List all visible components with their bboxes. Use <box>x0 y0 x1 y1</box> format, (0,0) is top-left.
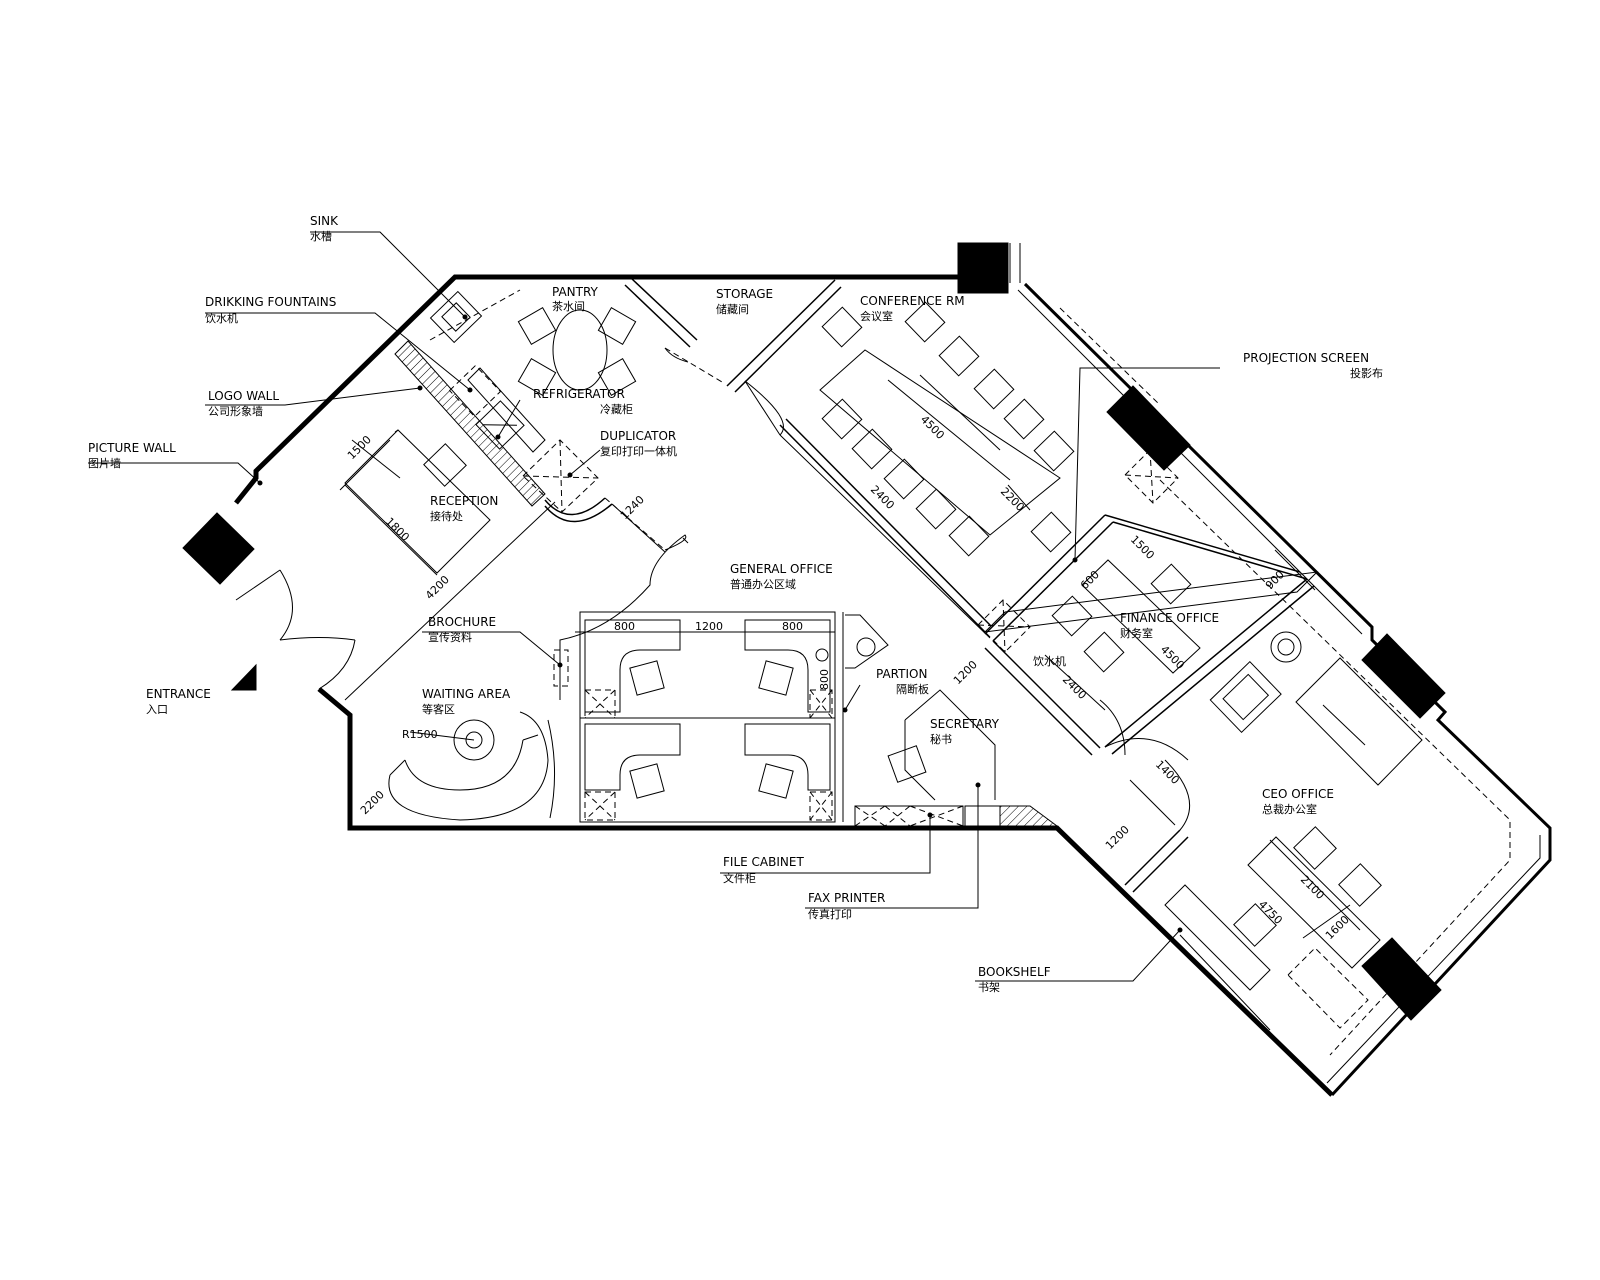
label-brochure: BROCHURE <box>428 615 496 629</box>
label-conference-cn: 会议室 <box>860 309 893 323</box>
label-bookshelf: BOOKSHELF <box>978 965 1051 979</box>
interior-walls <box>394 278 1319 893</box>
label-general-office: GENERAL OFFICE <box>730 562 833 576</box>
label-secretary: SECRETARY <box>930 717 1000 731</box>
window-piers <box>182 385 1446 1021</box>
label-entrance-cn: 入口 <box>146 703 168 716</box>
label-ceo-office: CEO OFFICE <box>1262 787 1334 801</box>
label-logo-wall: LOGO WALL <box>208 389 279 403</box>
entrance-door[interactable] <box>235 569 356 690</box>
label-sink-cn: 水槽 <box>310 230 332 243</box>
label-finance-office-cn: 财务室 <box>1120 626 1153 640</box>
label-waiting-area: WAITING AREA <box>422 687 511 701</box>
label-secretary-cn: 秘书 <box>930 732 952 746</box>
label-projection: PROJECTION SCREEN <box>1243 351 1369 365</box>
label-refrigerator-cn: 冷藏柜 <box>600 403 633 416</box>
dim-800-a: 800 <box>614 620 635 633</box>
dim-800-b: 800 <box>782 620 803 633</box>
dim-2200-b: 2200 <box>998 485 1027 514</box>
conference-room <box>819 301 1161 557</box>
exterior-walls <box>234 242 1552 1097</box>
reception <box>339 429 556 701</box>
label-finance-office: FINANCE OFFICE <box>1120 611 1219 625</box>
ceo-office <box>1159 479 1511 1056</box>
label-ceo-office-cn: 总裁办公室 <box>1262 802 1317 816</box>
dim-1240: 1240 <box>618 493 647 522</box>
label-bookshelf-cn: 书架 <box>978 981 1000 994</box>
dim-1200-a: 1200 <box>695 620 723 633</box>
label-partion-cn: 隔断板 <box>896 682 929 696</box>
label-conference: CONFERENCE RM <box>860 294 965 308</box>
label-brochure-cn: 宣传资料 <box>428 630 472 644</box>
label-general-office-cn: 普通办公区域 <box>730 577 796 591</box>
label-entrance: ENTRANCE <box>146 687 211 701</box>
dim-1200-c: 1200 <box>1103 823 1132 852</box>
dim-800-c: 800 <box>818 669 831 690</box>
label-duplicator: DUPLICATOR <box>600 429 676 443</box>
dim-1200-b: 1200 <box>951 658 980 687</box>
dim-2400-b: 2400 <box>1060 673 1089 702</box>
workstations <box>579 611 889 823</box>
dim-4750: 4750 <box>1256 898 1285 927</box>
dim-1500-b: 1500 <box>1128 533 1157 562</box>
label-file-cabinet-cn: 文件柜 <box>723 871 756 885</box>
label-storage-cn: 储藏间 <box>716 302 749 316</box>
label-logo-wall-cn: 公司形象墙 <box>208 404 263 418</box>
label-fax-printer-cn: 传真打印 <box>808 907 852 921</box>
dim-4200: 4200 <box>423 573 452 602</box>
label-fax-printer: FAX PRINTER <box>808 891 885 905</box>
label-partion: PARTION <box>876 667 927 681</box>
dim-4500: 4500 <box>918 413 947 442</box>
dimension-lines <box>344 374 1361 939</box>
dim-1800: 1800 <box>383 515 412 544</box>
label-fountains: DRIKKING FOUNTAINS <box>205 295 336 309</box>
dim-4500-b: 4500 <box>1158 643 1187 672</box>
label-sink: SINK <box>310 214 339 228</box>
label-pantry: PANTRY <box>552 285 599 299</box>
label-picture-wall-cn: 图片墙 <box>88 456 121 470</box>
secretary-area <box>854 689 1059 827</box>
label-reception: RECEPTION <box>430 494 498 508</box>
label-waiting-area-cn: 等客区 <box>422 702 455 716</box>
label-fountain-finance-cn: 饮水机 <box>1033 654 1066 668</box>
dim-600: 600 <box>1078 568 1102 592</box>
column <box>957 242 1009 294</box>
leader-lines <box>88 231 1220 982</box>
label-refrigerator: REFRIGERATOR <box>533 387 625 401</box>
label-picture-wall: PICTURE WALL <box>88 441 176 455</box>
label-reception-cn: 接待处 <box>430 509 463 523</box>
label-fountains-cn: 饮水机 <box>205 311 238 325</box>
dim-2200: 2200 <box>358 788 387 817</box>
label-duplicator-cn: 复印打印一体机 <box>600 444 677 458</box>
room-labels: SINK 水槽 DRIKKING FOUNTAINS 饮水机 LOGO WALL… <box>88 214 1383 994</box>
dim-1400: 1400 <box>1153 758 1182 787</box>
waiting-area <box>388 649 569 821</box>
label-file-cabinet: FILE CABINET <box>723 855 804 869</box>
dimension-labels: 1500 1800 4200 1240 800 1200 800 800 R15… <box>345 413 1352 942</box>
finance-office <box>977 449 1201 674</box>
label-pantry-cn: 茶水间 <box>552 300 585 313</box>
dim-2100: 2100 <box>1298 873 1327 902</box>
label-storage: STORAGE <box>716 287 773 301</box>
label-projection-cn: 投影布 <box>1350 366 1383 380</box>
dim-r1500: R1500 <box>402 728 438 741</box>
